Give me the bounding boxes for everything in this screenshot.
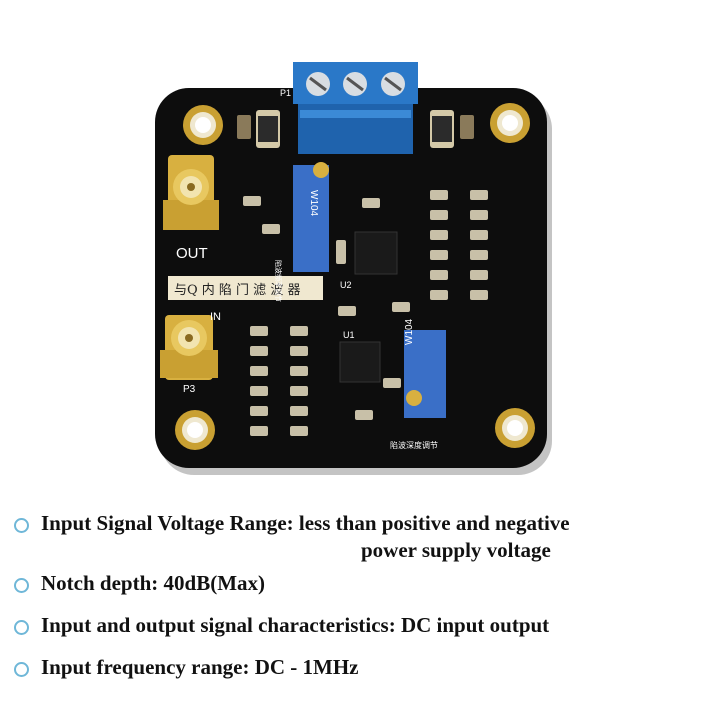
spec-item-signal-characteristics: Input and output signal characteristics:… <box>14 612 549 639</box>
depth-adjust-label: 陷波深度调节 <box>390 440 438 450</box>
spec-value: DC - 1MHz <box>254 655 359 679</box>
mounting-hole-top-left <box>183 105 223 145</box>
product-photo: OUT 与Q 内 陷 门 滤 波 器 IN P3 P1 W104 W104 U2… <box>155 62 552 475</box>
spec-item-voltage-range: Input Signal Voltage Range: less than po… <box>14 510 570 564</box>
trimmer-potentiometer-top: W104 <box>293 162 329 272</box>
spec-value: 40dB(Max) <box>163 571 266 595</box>
spec-item-notch-depth: Notch depth: 40dB(Max) <box>14 570 265 597</box>
in-label: IN <box>210 311 221 323</box>
u2-label: U2 <box>340 280 352 290</box>
spec-item-frequency-range: Input frequency range: DC - 1MHz <box>14 654 359 681</box>
out-label: OUT <box>176 245 208 262</box>
spec-label: Input frequency range: <box>41 655 250 679</box>
smd-components-right <box>430 190 488 300</box>
smd-components-left <box>250 326 308 436</box>
spec-label: Input Signal Voltage Range: <box>41 511 294 535</box>
bullet-circle-icon <box>14 662 29 677</box>
ic-u1 <box>339 341 381 383</box>
freq-adjust-label: 陷波频率调节 <box>274 260 283 302</box>
spec-value: less than positive and negative <box>298 511 570 535</box>
trimmer-potentiometer-bottom: W104 <box>404 318 446 418</box>
sma-connector-out <box>163 155 219 230</box>
sma-connector-in <box>160 315 218 380</box>
u1-label: U1 <box>343 330 355 340</box>
bullet-circle-icon <box>14 518 29 533</box>
trimmer-bottom-code: W104 <box>404 318 415 345</box>
mounting-hole-bottom-right <box>495 408 535 448</box>
screw-terminal <box>293 62 418 154</box>
mounting-hole-top-right <box>490 103 530 143</box>
spec-label: Input and output signal characteristics: <box>41 613 396 637</box>
p1-label: P1 <box>280 88 291 98</box>
spec-label: Notch depth: <box>41 571 159 595</box>
p3-label: P3 <box>183 384 196 395</box>
mounting-hole-bottom-left <box>175 410 215 450</box>
spec-list: Input Signal Voltage Range: less than po… <box>0 500 716 710</box>
trimmer-top-code: W104 <box>308 190 319 217</box>
bullet-circle-icon <box>14 620 29 635</box>
ic-u2 <box>354 231 398 275</box>
bullet-circle-icon <box>14 578 29 593</box>
spec-value-continued: power supply voltage <box>361 538 551 562</box>
spec-value: DC input output <box>400 613 550 637</box>
board-title-silkscreen: 与Q 内 陷 门 滤 波 器 <box>174 282 300 298</box>
